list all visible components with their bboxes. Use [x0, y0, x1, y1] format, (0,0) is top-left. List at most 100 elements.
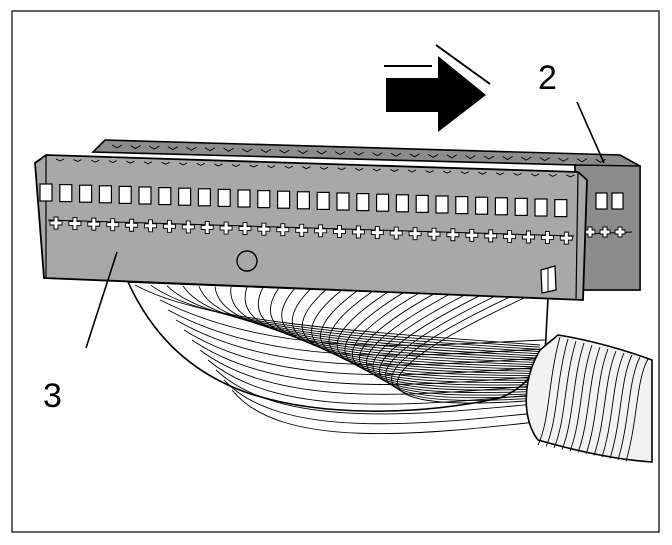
top-ridge [520, 156, 532, 161]
wire-bundle [126, 281, 549, 434]
front-connector [34, 154, 588, 301]
contact-window [277, 190, 291, 209]
top-ridge [566, 174, 575, 178]
sleeve-stripe [585, 348, 609, 455]
contact-window [415, 194, 429, 213]
key-notch [276, 223, 290, 237]
key-notch [408, 227, 422, 241]
wire [215, 369, 546, 415]
wire [150, 284, 541, 348]
top-ridge [465, 155, 476, 159]
top-ridge [143, 161, 153, 165]
top-ridge [148, 145, 160, 150]
wire [257, 287, 541, 364]
top-ridge [161, 161, 170, 165]
sleeve-stripe [593, 350, 617, 456]
key-notch [389, 226, 403, 240]
top-ridge [297, 150, 309, 155]
top-ridge [249, 164, 258, 168]
key-notch [295, 223, 309, 237]
leader-line-2 [576, 101, 605, 164]
key-notch [200, 221, 214, 234]
leader-line-3 [85, 251, 118, 349]
key-notch [599, 226, 611, 238]
top-ridge [260, 149, 272, 153]
top-ridge [372, 152, 383, 157]
callout-label-3: 3 [43, 377, 62, 415]
sleeve-stripe [609, 354, 633, 459]
sleeve-stripe [577, 346, 601, 453]
top-ridge [390, 169, 399, 172]
top-ridge [460, 171, 470, 175]
contact-window [178, 187, 192, 206]
top-ridge [302, 166, 311, 170]
wire [207, 359, 546, 405]
key-notch [181, 220, 195, 234]
top-ridge [231, 164, 241, 168]
contact-window [98, 185, 113, 204]
contact-window [475, 196, 489, 215]
contact-window [534, 198, 548, 217]
contact-window [376, 193, 390, 212]
top-ridge [353, 151, 365, 156]
contact-window [118, 185, 132, 204]
sleeve-stripe [601, 352, 625, 458]
contact-window [336, 192, 350, 211]
wire [230, 286, 541, 359]
top-ridge [126, 160, 135, 164]
top-ridge [178, 162, 188, 166]
sleeve-stripe [561, 342, 585, 450]
wire [198, 286, 541, 355]
key-notch [49, 216, 63, 230]
top-ridge [576, 158, 588, 163]
top-ridge [196, 162, 206, 166]
top-ridge [334, 151, 346, 156]
wire [391, 292, 541, 401]
wire [223, 379, 546, 425]
push-direction-arrow-icon [384, 44, 491, 132]
top-ridge [214, 163, 223, 167]
key-notch [333, 224, 346, 238]
wire [301, 288, 541, 372]
key-notch [427, 227, 441, 241]
contact-window [158, 187, 172, 206]
contact-window [138, 186, 152, 205]
top-ridge [186, 146, 197, 151]
top-ridge [495, 172, 505, 176]
key-notch [559, 231, 573, 245]
top-ridge [223, 147, 234, 152]
sleeve-stripe [625, 358, 649, 462]
key-notch [522, 230, 535, 244]
wire [166, 285, 541, 350]
top-ridge [73, 159, 82, 163]
top-ridge [539, 157, 551, 162]
top-ridge [266, 165, 276, 169]
top-ridge [204, 147, 216, 152]
key-notch [68, 217, 82, 231]
wire [344, 290, 541, 384]
top-ridge [442, 170, 452, 174]
contact-window [237, 189, 251, 208]
key-notch [238, 222, 252, 236]
top-ridge [427, 153, 439, 158]
contact-window [356, 193, 370, 212]
sleeve-stripe [569, 344, 593, 452]
wire-sleeve [525, 334, 653, 463]
key-notch [125, 218, 139, 232]
top-ridge [530, 173, 540, 177]
top-ridge [279, 149, 290, 154]
key-notch [257, 222, 271, 236]
top-ridge [548, 173, 558, 177]
key-notch [446, 228, 460, 242]
top-ridge [390, 152, 402, 157]
key-notch [314, 224, 328, 238]
mounting-hole [236, 250, 258, 272]
top-ridge [284, 165, 294, 169]
key-notch [465, 228, 479, 242]
wire [191, 339, 546, 385]
top-ridge [409, 153, 420, 158]
wire [311, 288, 541, 375]
top-ridge [558, 157, 569, 162]
contact-window [455, 196, 469, 215]
key-notch [351, 225, 365, 239]
